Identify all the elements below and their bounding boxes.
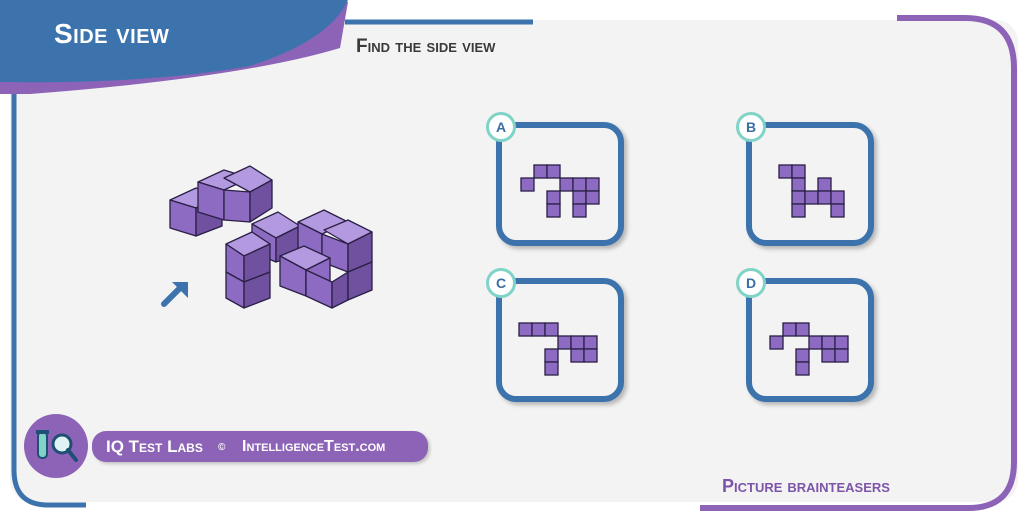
brand-logo [24,414,88,478]
test-tube-magnifier-icon [36,430,78,462]
option-d-badge: D [736,268,766,298]
arrow-icon [161,282,188,307]
instruction-text: Find the side view [356,36,496,57]
copyright-symbol: © [218,442,226,453]
option-b-figure [778,164,845,218]
site-link[interactable]: IntelligenceTest.com [242,438,386,455]
category-label: Picture brainteasers [722,476,890,496]
option-c-badge: C [486,268,516,298]
option-d[interactable]: D [736,268,874,402]
option-b[interactable]: B [736,112,874,246]
cube-figure [169,165,373,309]
page-title: Side view [54,18,170,49]
option-a[interactable]: A [486,112,624,246]
content-panel [10,20,1018,502]
option-d-figure [769,322,849,376]
brand-bar[interactable]: IQ Test Labs © IntelligenceTest.com [92,431,428,462]
option-c-figure [518,322,598,376]
brand-name: IQ Test Labs [106,437,203,456]
option-a-figure [520,164,600,218]
header-banner [0,0,348,94]
option-a-badge: A [486,112,516,142]
option-c[interactable]: C [486,268,624,402]
option-b-badge: B [736,112,766,142]
